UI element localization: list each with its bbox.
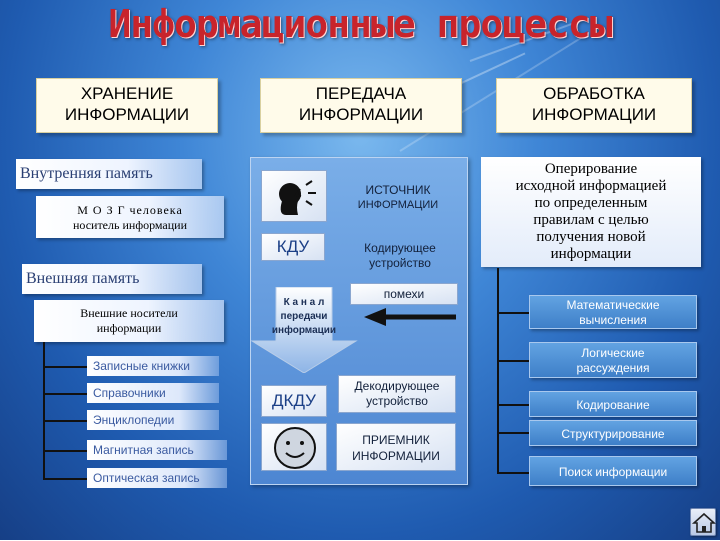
processing-tree-branch — [497, 312, 529, 314]
processing-item-logic: Логические рассуждения — [529, 342, 697, 378]
processing-desc-line6: информации — [550, 246, 632, 262]
storage-item-magnetic: Магнитная запись — [87, 440, 227, 460]
processing-item-logic-line1: Логические — [581, 346, 645, 360]
source-line1: ИСТОЧНИК — [365, 183, 431, 197]
storage-item-notebooks: Записные книжки — [87, 356, 219, 376]
brain-line1: М О З Г человека — [77, 203, 183, 217]
processing-tree-branch — [497, 472, 529, 474]
brain-line2: носитель информации — [72, 218, 188, 232]
processing-desc-line5: получения новой — [536, 229, 646, 245]
external-carriers-line1: Внешние носители — [80, 306, 178, 320]
storage-header: ХРАНЕНИЕ ИНФОРМАЦИИ — [36, 78, 218, 133]
storage-tree-branch — [43, 420, 87, 422]
processing-item-search: Поиск информации — [529, 456, 697, 486]
processing-item-math-line1: Математические — [566, 298, 660, 312]
smiley-face-icon — [261, 423, 327, 471]
storage-tree-branch — [43, 366, 87, 368]
page-title: Информационные процессы — [108, 2, 612, 46]
channel-down-arrow-icon — [250, 286, 358, 374]
dkdu-box: ДКДУ — [261, 385, 327, 417]
source-line2: ИНФОРМАЦИИ — [357, 199, 439, 211]
processing-desc-line1: Оперирование — [544, 161, 638, 177]
storage-item-handbooks: Справочники — [87, 383, 219, 403]
processing-item-coding: Кодирование — [529, 391, 697, 417]
external-carriers-box: Внешние носители информации — [34, 300, 224, 342]
processing-tree-branch — [497, 432, 529, 434]
encoder-line1: Кодирующее — [364, 241, 436, 255]
arrow-left-icon — [362, 306, 458, 328]
storage-tree-branch — [43, 450, 87, 452]
storage-header-line1: ХРАНЕНИЕ — [80, 84, 174, 103]
processing-tree-branch — [497, 404, 529, 406]
transfer-header-line2: ИНФОРМАЦИИ — [298, 105, 424, 124]
processing-item-math: Математические вычисления — [529, 295, 697, 329]
decoder-line1: Декодирующее — [354, 379, 440, 393]
processing-desc-line2: исходной информацией — [515, 178, 667, 194]
storage-item-encyclopedias: Энциклопедии — [87, 410, 219, 430]
processing-item-structuring: Структурирование — [529, 420, 697, 446]
external-memory-label: Внешняя память — [22, 264, 202, 294]
processing-header-line1: ОБРАБОТКА — [543, 84, 645, 103]
processing-header: ОБРАБОТКА ИНФОРМАЦИИ — [496, 78, 692, 133]
processing-tree-branch — [497, 360, 529, 362]
processing-item-logic-line2: рассуждения — [576, 361, 650, 375]
kdu-box: КДУ — [261, 233, 325, 261]
channel-line1: К а н а л — [283, 297, 325, 308]
storage-tree-trunk — [43, 342, 45, 480]
processing-desc-line4: правилам с целью — [533, 212, 649, 228]
channel-label: К а н а л передачи информации — [262, 296, 346, 338]
processing-description: Оперирование исходной информацией по опр… — [481, 157, 701, 267]
source-label: ИСТОЧНИК ИНФОРМАЦИИ — [338, 183, 458, 213]
processing-item-math-line2: вычисления — [579, 313, 647, 327]
storage-item-optical: Оптическая запись — [87, 468, 227, 488]
storage-header-line2: ИНФОРМАЦИИ — [64, 105, 190, 124]
channel-line3: информации — [271, 325, 337, 336]
storage-tree-branch — [43, 478, 87, 480]
processing-desc-line3: по определенным — [534, 195, 648, 211]
receiver-box: ПРИЕМНИК ИНФОРМАЦИИ — [336, 423, 456, 471]
receiver-line1: ПРИЕМНИК — [362, 433, 430, 447]
transfer-header-line1: ПЕРЕДАЧА — [315, 84, 407, 103]
encoder-line2: устройство — [369, 256, 431, 270]
internal-memory-label: Внутренняя память — [16, 159, 202, 189]
transfer-header: ПЕРЕДАЧА ИНФОРМАЦИИ — [260, 78, 462, 133]
noise-box: помехи — [350, 283, 458, 305]
encoder-label: Кодирующее устройство — [340, 241, 460, 271]
decoder-box: Декодирующее устройство — [338, 375, 456, 413]
speaker-icon — [261, 170, 327, 222]
channel-line2: передачи — [280, 311, 328, 322]
processing-header-line2: ИНФОРМАЦИИ — [531, 105, 657, 124]
storage-tree-branch — [43, 393, 87, 395]
external-carriers-line2: информации — [96, 321, 162, 335]
home-icon[interactable] — [690, 508, 717, 536]
decoder-line2: устройство — [366, 394, 428, 408]
brain-carrier-box: М О З Г человека носитель информации — [36, 196, 224, 238]
receiver-line2: ИНФОРМАЦИИ — [352, 449, 440, 463]
processing-tree-trunk — [497, 268, 499, 474]
